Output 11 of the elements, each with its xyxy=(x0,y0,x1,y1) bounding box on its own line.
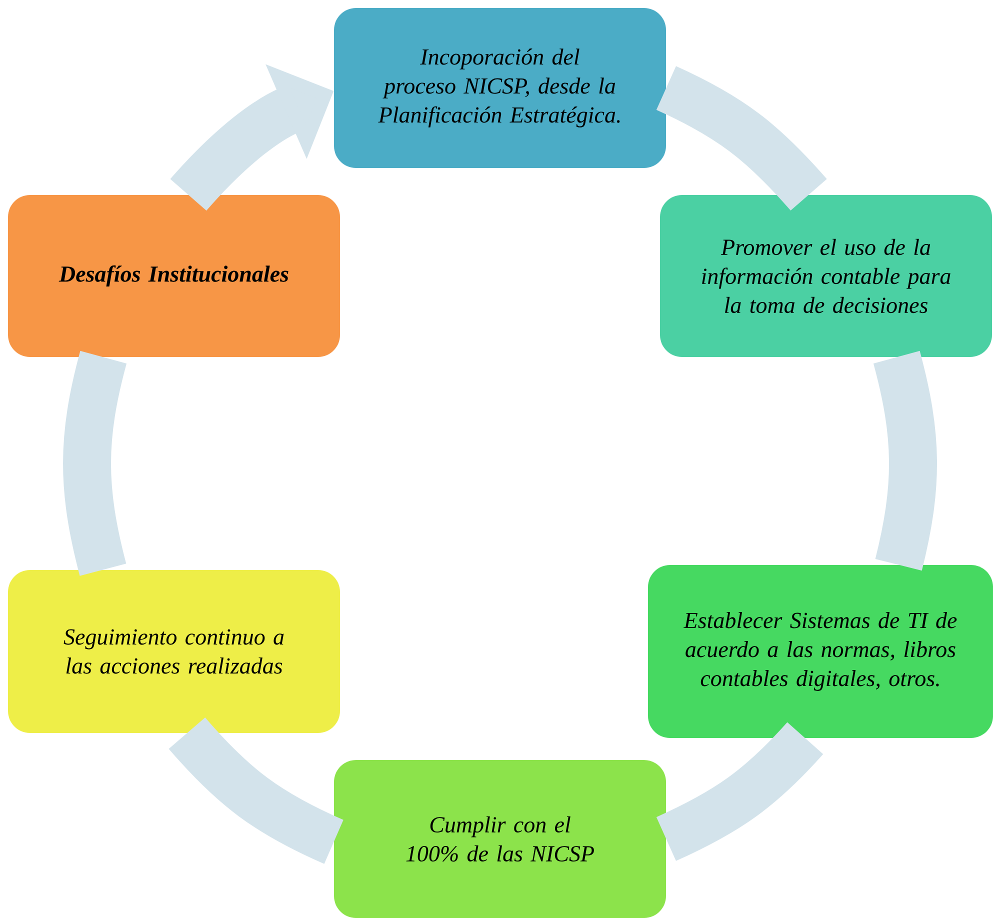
process-box: Seguimiento continuo a las acciones realizadas xyxy=(8,570,340,733)
process-box: Incoporación del proceso NICSP, desde la Planificación Estratégica. xyxy=(334,8,666,168)
process-box: Establecer Sistemas de TI de acuerdo a las normas, libros contables digitales, otros. xyxy=(648,564,993,738)
arc-band xyxy=(63,351,127,576)
arc-band xyxy=(656,66,827,211)
process-box: Cumplir con el 100% de las NICSP xyxy=(334,760,666,918)
process-box: Promover el uso de la información contable para la toma de decisiones xyxy=(660,194,992,357)
arc-band xyxy=(656,722,823,861)
arc-band xyxy=(873,351,937,570)
arc-band xyxy=(168,717,344,864)
process-box: Desafíos Institucionales xyxy=(8,194,340,357)
